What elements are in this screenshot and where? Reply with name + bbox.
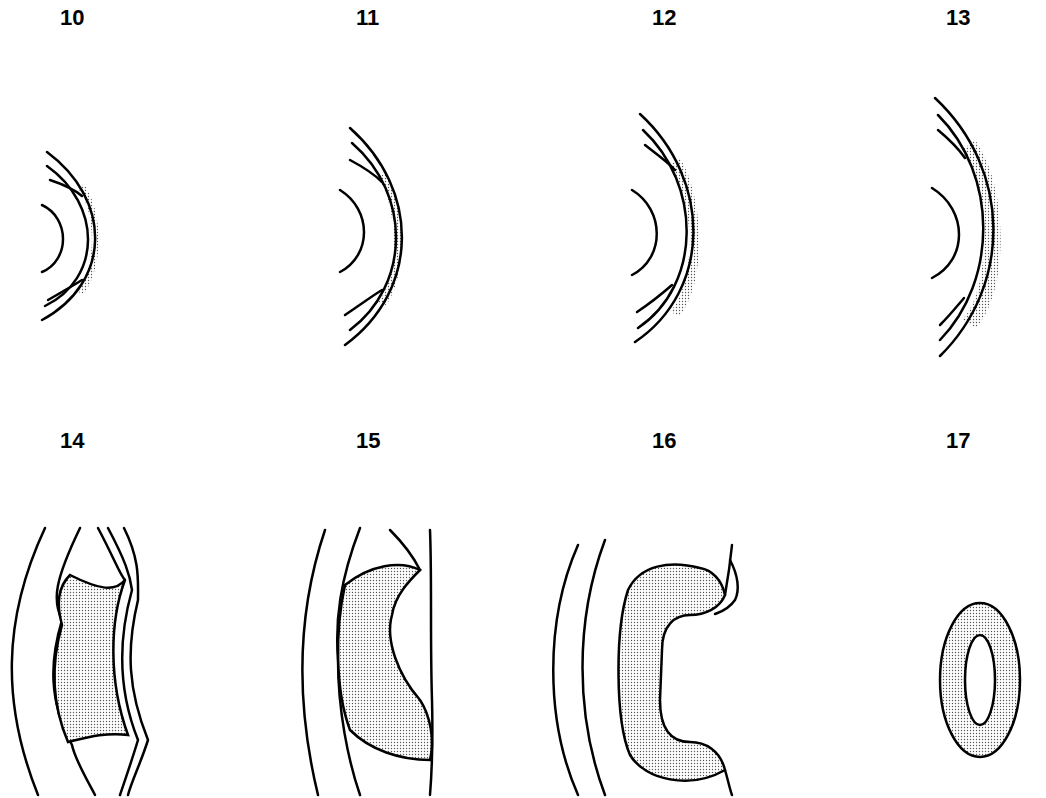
stage-number: 13 bbox=[946, 7, 970, 29]
stage-number: 10 bbox=[60, 7, 84, 29]
stage-number: 14 bbox=[60, 430, 84, 452]
stage-number: 17 bbox=[946, 430, 970, 452]
stage-number: 16 bbox=[652, 430, 676, 452]
stage-number: 11 bbox=[356, 7, 379, 29]
stage-number: 15 bbox=[356, 430, 380, 452]
stage-number: 12 bbox=[652, 7, 676, 29]
